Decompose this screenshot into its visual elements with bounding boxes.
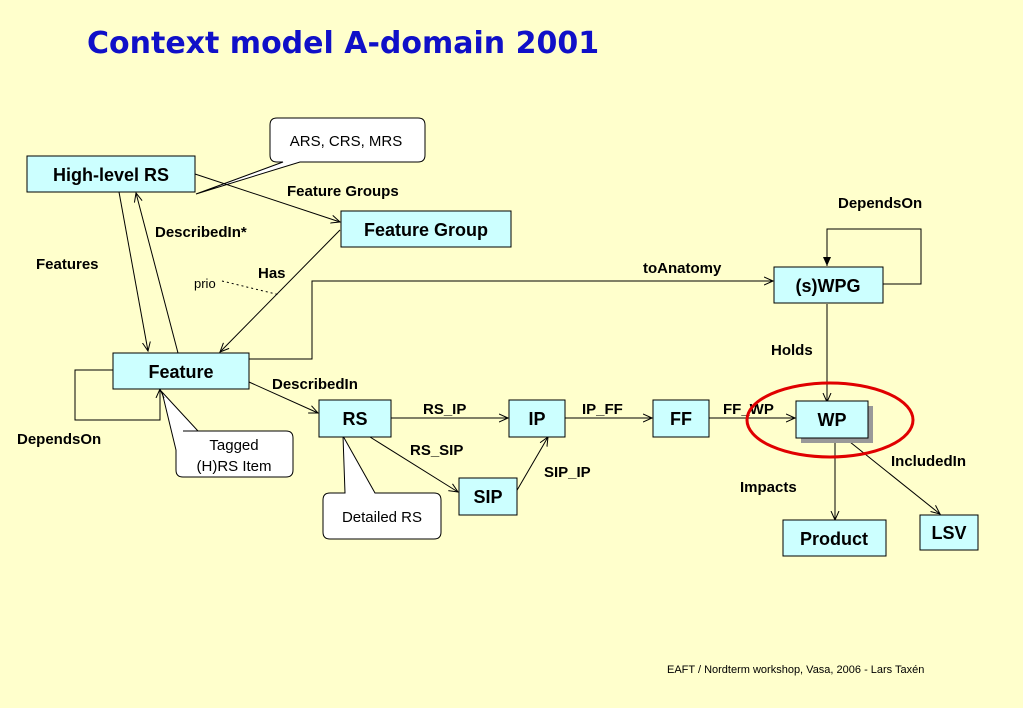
edge-feature-groups [194, 173, 340, 222]
edge-sip-ip [515, 437, 548, 493]
edge-depends-on-left [74, 369, 160, 421]
node-ff-label: FF [670, 409, 692, 429]
label-prio: prio [194, 276, 216, 291]
edge-prio [221, 280, 281, 296]
page-title: Context model A-domain 2001 [87, 26, 600, 61]
node-high-level-rs-label: High-level RS [53, 165, 169, 185]
node-ip: IP [508, 399, 566, 438]
edge-to-anatomy [249, 281, 773, 360]
highlight-ellipse [745, 381, 915, 459]
node-high-level-rs: High-level RS [26, 155, 196, 193]
label-features: Features [36, 256, 99, 273]
label-impacts: Impacts [740, 479, 797, 496]
node-feature-group-label: Feature Group [364, 220, 488, 240]
node-sip: SIP [458, 477, 518, 516]
node-swpg: (s)WPG [773, 266, 884, 304]
label-sip-ip: SIP_IP [544, 464, 591, 481]
callout-tagged-line1: Tagged [209, 437, 258, 454]
node-product: Product [782, 519, 887, 557]
label-has: Has [258, 265, 286, 282]
callout-detailed: Detailed RS [322, 435, 442, 540]
callout-ars-text: ARS, CRS, MRS [290, 133, 403, 150]
node-feature: Feature [112, 352, 250, 390]
node-wp: WP [795, 400, 873, 443]
node-lsv: LSV [919, 514, 979, 551]
node-ip-label: IP [528, 409, 545, 429]
callout-tagged-line2: (H)RS Item [197, 458, 272, 475]
label-included-in: IncludedIn [891, 453, 966, 470]
label-ip-ff: IP_FF [582, 401, 623, 418]
edge-described-in [248, 381, 318, 413]
label-holds: Holds [771, 342, 813, 359]
callout-detailed-text: Detailed RS [342, 509, 422, 526]
footer-credit: EAFT / Nordterm workshop, Vasa, 2006 - L… [667, 664, 925, 676]
label-depends-on-top: DependsOn [838, 195, 922, 212]
label-described-in-star: DescribedIn* [155, 224, 247, 241]
edge-rs-sip [369, 436, 458, 492]
edge-has [220, 229, 341, 352]
label-rs-ip: RS_IP [423, 401, 466, 418]
node-feature-group: Feature Group [340, 210, 512, 248]
node-swpg-label: (s)WPG [796, 276, 861, 296]
edges [74, 173, 940, 520]
node-feature-label: Feature [148, 362, 213, 382]
node-sip-label: SIP [473, 487, 502, 507]
node-product-label: Product [800, 529, 868, 549]
callout-tagged: Tagged (H)RS Item [161, 390, 294, 478]
label-depends-on-left: DependsOn [17, 431, 101, 448]
callout-ars: ARS, CRS, MRS [195, 117, 426, 195]
label-described-in: DescribedIn [272, 376, 358, 393]
label-feature-groups: Feature Groups [287, 183, 399, 200]
edge-included-in [844, 437, 940, 514]
node-rs-label: RS [342, 409, 367, 429]
label-to-anatomy: toAnatomy [643, 260, 722, 277]
edge-depends-on-top [823, 228, 922, 285]
node-ff: FF [652, 399, 710, 438]
label-rs-sip: RS_SIP [410, 442, 463, 459]
node-lsv-label: LSV [931, 523, 966, 543]
edge-features [118, 191, 148, 351]
node-rs: RS [318, 399, 392, 438]
edge-described-in-star [136, 193, 179, 354]
node-wp-label: WP [818, 410, 847, 430]
